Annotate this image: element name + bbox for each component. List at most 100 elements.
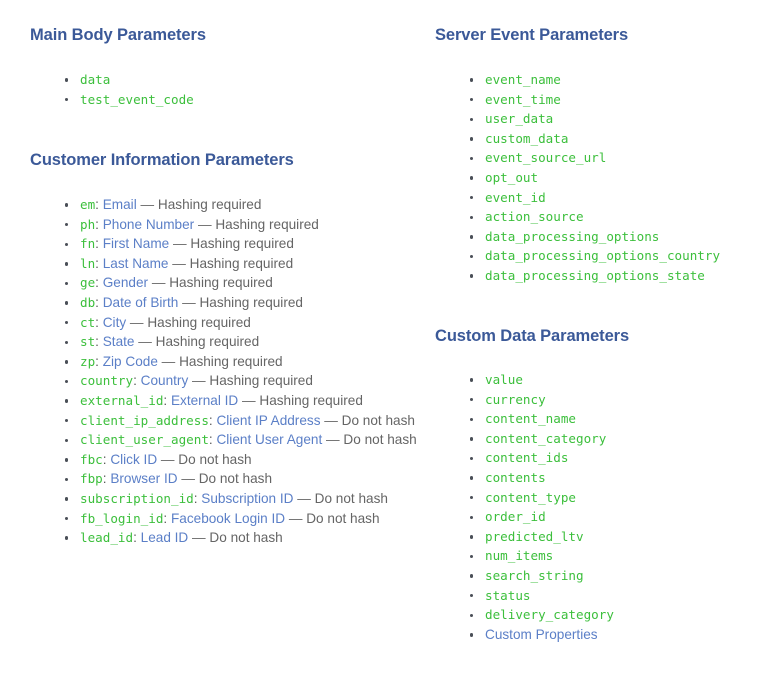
- parameter-code: client_ip_address: [80, 412, 209, 428]
- parameter-link[interactable]: Last Name: [102, 255, 169, 271]
- parameter-list-item: ct: City — Hashing required: [58, 313, 422, 333]
- parameter-code: external_id: [80, 392, 164, 408]
- parameter-link[interactable]: Zip Code: [102, 353, 158, 369]
- colon-separator: :: [133, 373, 141, 389]
- server-event-section: Server Event Parameters: [435, 24, 628, 46]
- parameter-code: lead_id: [80, 530, 134, 546]
- colon-separator: :: [133, 530, 141, 546]
- parameter-list-item: client_user_agent: Client User Agent — D…: [58, 430, 422, 450]
- parameter-list-item: user_data: [463, 109, 755, 129]
- parameter-link[interactable]: City: [102, 314, 127, 330]
- parameter-list-item: content_ids: [463, 448, 755, 468]
- parameter-code: ct: [80, 314, 96, 330]
- parameter-list-item: status: [463, 586, 755, 606]
- parameter-link[interactable]: Gender: [102, 275, 149, 291]
- parameter-list-item: ln: Last Name — Hashing required: [58, 254, 422, 274]
- parameter-code: ln: [80, 255, 96, 271]
- parameter-link[interactable]: Facebook Login ID: [170, 510, 286, 526]
- parameter-description: Hashing required: [179, 353, 283, 369]
- parameter-list-item: currency: [463, 390, 755, 410]
- parameter-code: content_category: [485, 430, 607, 446]
- parameter-list-item: subscription_id: Subscription ID — Do no…: [58, 489, 422, 509]
- parameter-code: data_processing_options_country: [485, 248, 721, 264]
- parameter-description: Do not hash: [178, 451, 252, 467]
- parameter-list-item: event_time: [463, 90, 755, 110]
- parameter-link[interactable]: State: [102, 334, 135, 350]
- em-dash-separator: —: [194, 216, 216, 232]
- parameter-list-item: zp: Zip Code — Hashing required: [58, 352, 422, 372]
- parameter-code: fb_login_id: [80, 510, 164, 526]
- parameter-description: Hashing required: [147, 314, 251, 330]
- parameter-list-item: predicted_ltv: [463, 527, 755, 547]
- parameter-code: action_source: [485, 209, 584, 225]
- parameter-link[interactable]: Date of Birth: [102, 294, 179, 310]
- parameter-description: Do not hash: [198, 471, 273, 487]
- parameter-link[interactable]: Client User Agent: [216, 432, 323, 448]
- parameter-list-item: content_name: [463, 409, 755, 429]
- parameter-code: order_id: [485, 509, 546, 525]
- parameter-description: Do not hash: [343, 432, 417, 448]
- parameter-list-item: ph: Phone Number — Hashing required: [58, 215, 422, 235]
- parameter-link[interactable]: Phone Number: [102, 216, 195, 232]
- parameter-link[interactable]: External ID: [170, 392, 239, 408]
- colon-separator: :: [193, 490, 202, 506]
- parameter-list-item: event_name: [463, 70, 755, 90]
- parameter-list-item: content_type: [463, 488, 755, 508]
- parameter-description: Do not hash: [209, 530, 283, 546]
- parameter-code: search_string: [485, 567, 584, 583]
- em-dash-separator: —: [134, 334, 156, 350]
- parameter-code: contents: [485, 469, 546, 485]
- parameter-link[interactable]: Lead ID: [140, 530, 189, 546]
- parameter-link[interactable]: Country: [140, 373, 189, 389]
- parameter-list-item: data_processing_options: [463, 227, 755, 247]
- parameter-list-item: delivery_category: [463, 605, 755, 625]
- parameter-code: subscription_id: [80, 490, 194, 506]
- parameter-list-item: custom_data: [463, 129, 755, 149]
- parameter-description: Do not hash: [306, 510, 380, 526]
- parameter-list-item: em: Email — Hashing required: [58, 195, 422, 215]
- em-dash-separator: —: [188, 530, 210, 546]
- parameter-description: Hashing required: [155, 334, 260, 350]
- parameter-code: content_type: [485, 489, 576, 505]
- parameter-list-item: event_source_url: [463, 148, 755, 168]
- parameter-link[interactable]: Email: [102, 197, 137, 212]
- parameter-description: Hashing required: [189, 255, 294, 271]
- parameter-list-item: db: Date of Birth — Hashing required: [58, 293, 422, 313]
- parameter-link[interactable]: Subscription ID: [201, 490, 294, 506]
- parameter-code: opt_out: [485, 169, 539, 185]
- em-dash-separator: —: [238, 392, 260, 408]
- parameter-list-item: country: Country — Hashing required: [58, 371, 422, 391]
- parameter-link[interactable]: Client IP Address: [216, 412, 321, 428]
- parameter-description: Do not hash: [314, 490, 388, 506]
- parameter-code: event_name: [485, 72, 561, 87]
- parameter-link[interactable]: Custom Properties: [485, 626, 598, 642]
- parameter-list-item: opt_out: [463, 168, 755, 188]
- colon-separator: :: [163, 510, 171, 526]
- parameter-code: fbc: [80, 451, 103, 467]
- colon-separator: :: [163, 392, 171, 408]
- colon-separator: :: [95, 236, 103, 252]
- parameter-description: Hashing required: [190, 236, 294, 252]
- heading-custom-data-parameters: Custom Data Parameters: [435, 327, 630, 345]
- colon-separator: :: [208, 412, 217, 428]
- parameter-link[interactable]: Click ID: [110, 451, 158, 467]
- colon-separator: :: [95, 275, 103, 291]
- parameter-description: Hashing required: [215, 216, 319, 232]
- parameter-link[interactable]: Browser ID: [110, 471, 178, 487]
- em-dash-separator: —: [178, 294, 200, 310]
- parameter-link[interactable]: First Name: [102, 236, 170, 252]
- em-dash-separator: —: [168, 255, 190, 271]
- customer-information-section: Customer Information Parameters: [30, 149, 294, 171]
- em-dash-separator: —: [148, 275, 170, 291]
- parameter-list-item: contents: [463, 468, 755, 488]
- parameter-code: event_time: [485, 91, 561, 107]
- parameter-description: Hashing required: [199, 294, 303, 310]
- em-dash-separator: —: [188, 373, 210, 389]
- colon-separator: :: [95, 314, 103, 330]
- heading-main-body-parameters: Main Body Parameters: [30, 26, 206, 44]
- parameter-code: ph: [80, 216, 96, 232]
- em-dash-separator: —: [177, 471, 199, 487]
